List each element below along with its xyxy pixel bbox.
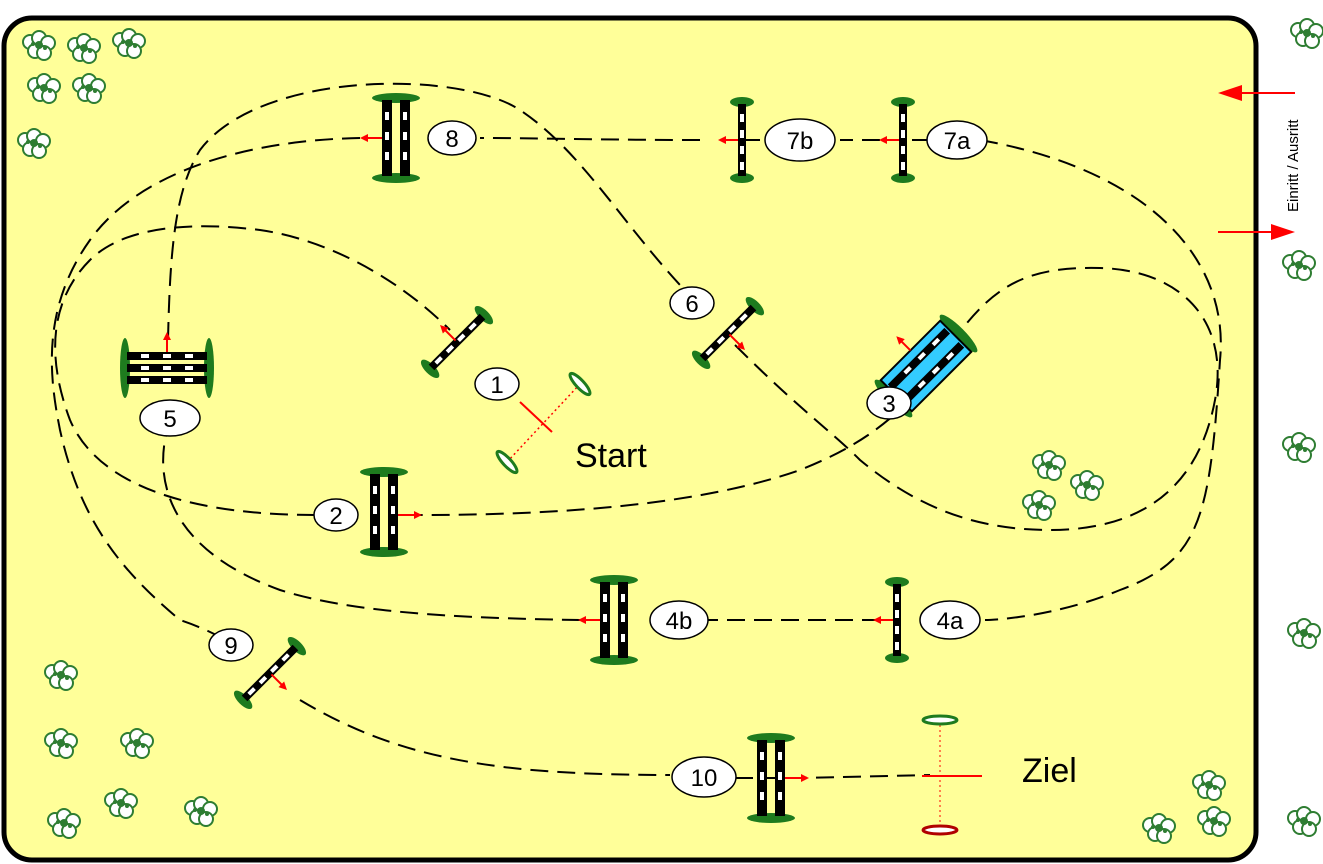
label-9-text: 9 [224, 633, 237, 660]
label-1: 1 [474, 367, 520, 401]
obstacle-7a [879, 97, 915, 183]
obstacle-7b [718, 97, 754, 183]
finish-label: Ziel [1022, 752, 1077, 790]
bush-icon [1287, 618, 1321, 649]
svg-text:1: 1 [490, 372, 503, 399]
obstacle-4b [578, 575, 638, 665]
label-7b: 7b [764, 118, 836, 162]
entrance-exit: Einritt / Ausritt [1218, 85, 1302, 240]
course-path [50, 82, 1222, 779]
label-5: 5 [139, 399, 201, 437]
label-8: 8 [427, 120, 477, 156]
start-line [495, 371, 592, 475]
label-4b: 4b [649, 600, 709, 640]
label-10: 10 [671, 756, 737, 798]
bush-icon [1290, 18, 1323, 49]
svg-text:2: 2 [329, 503, 342, 530]
arena-ground [1, 15, 1259, 863]
svg-text:7b: 7b [787, 128, 814, 155]
obstacle-4a [873, 577, 909, 663]
obstacle-5 [120, 332, 214, 398]
svg-text:3: 3 [882, 391, 895, 418]
finish-line [921, 714, 982, 836]
label-10-text: 10 [691, 765, 718, 792]
svg-text:8: 8 [445, 126, 458, 153]
svg-text:5: 5 [163, 406, 176, 433]
svg-text:7a: 7a [944, 128, 971, 155]
entrance-label: Einritt / Ausritt [1285, 119, 1302, 212]
label-9: 10 9 [208, 628, 254, 662]
label-2: 2 [313, 498, 359, 532]
svg-text:6: 6 [685, 291, 698, 318]
bush-icon [1282, 432, 1316, 463]
label-6: 6 [669, 286, 715, 320]
obstacle-8 [360, 93, 420, 183]
obstacle-2 [360, 467, 422, 557]
bush-icon [1282, 250, 1316, 281]
bush-icon [1287, 806, 1321, 837]
obstacle-10 [747, 733, 809, 823]
entry-arrow-icon [1271, 224, 1295, 240]
start-label: Start [575, 437, 647, 475]
label-4a: 4a [919, 600, 981, 640]
svg-text:4a: 4a [937, 608, 964, 635]
label-3: 3 [866, 386, 912, 420]
svg-text:4b: 4b [666, 608, 693, 635]
label-7a: 7a [926, 120, 988, 160]
exit-arrow-icon [1218, 85, 1242, 101]
